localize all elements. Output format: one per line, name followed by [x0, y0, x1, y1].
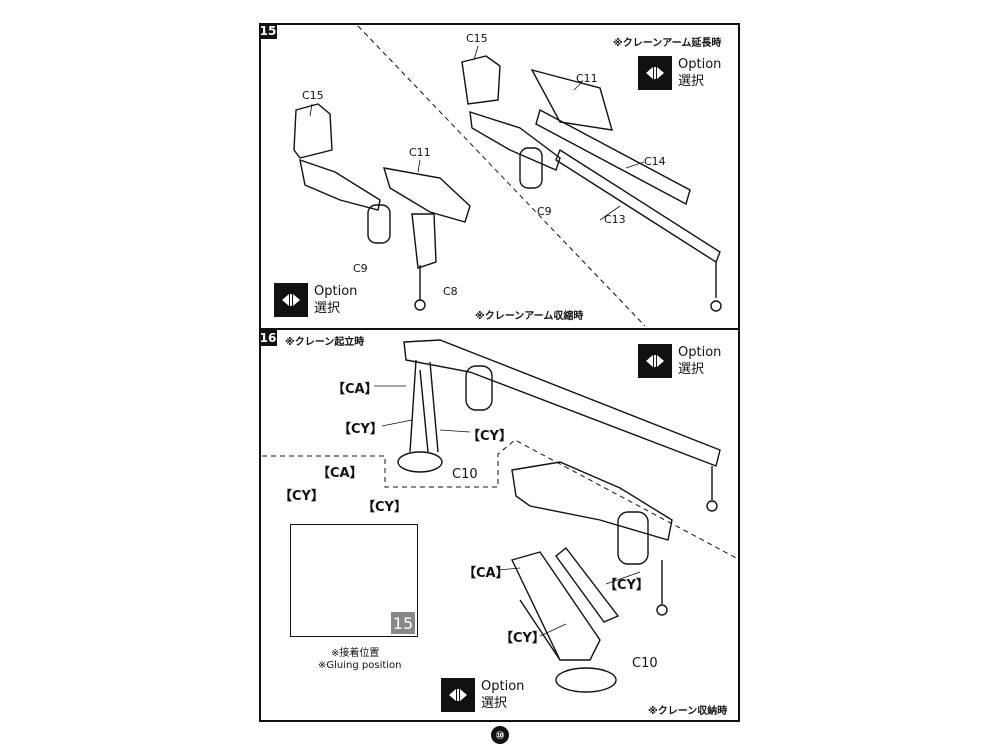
option-label-jp: 選択	[678, 74, 705, 89]
step-16-option-top: Option 選択	[638, 344, 721, 378]
option-arrows-icon	[638, 56, 672, 90]
label-ca-lower: 【CA】	[463, 566, 509, 581]
part-label-c10-lower: C10	[632, 656, 658, 671]
part-label-c15-right: C15	[466, 32, 488, 45]
part-label-c11-right: C11	[576, 72, 598, 85]
gluing-detail-inset: 15	[290, 524, 418, 637]
option-label: Option	[314, 284, 358, 299]
part-label-c8: C8	[443, 285, 458, 298]
step-15-note-retracted: ※クレーンアーム収縮時	[475, 311, 584, 322]
step-16-option-bottom: Option 選択	[441, 678, 524, 712]
part-label-c14: C14	[644, 155, 666, 168]
step-15-badge: 15	[259, 23, 277, 39]
step-15-option-bottom: Option 選択	[274, 283, 357, 317]
gluing-caption-jp: ※接着位置	[331, 648, 380, 659]
part-label-c13: C13	[604, 213, 626, 226]
label-cy-lower-left: 【CY】	[500, 631, 545, 646]
label-cy-inset-left: 【CY】	[279, 489, 324, 504]
gluing-caption-en: ※Gluing position	[318, 660, 402, 671]
label-ca-upper: 【CA】	[332, 382, 378, 397]
label-cy-inset-right: 【CY】	[362, 500, 407, 515]
part-label-c15-left: C15	[302, 89, 324, 102]
step-divider	[259, 328, 740, 330]
step-16-badge: 16	[259, 330, 277, 346]
label-ca-inset: 【CA】	[317, 466, 363, 481]
option-label: Option	[678, 57, 722, 72]
page-frame	[259, 23, 740, 722]
part-label-c10-upper: C10	[452, 467, 478, 482]
page-number: ⑩	[491, 726, 509, 744]
label-cy-lower-right: 【CY】	[604, 578, 649, 593]
option-label: Option	[481, 679, 525, 694]
part-label-c9-left: C9	[353, 262, 368, 275]
label-cy-upper-left: 【CY】	[338, 422, 383, 437]
option-label-jp: 選択	[314, 301, 341, 316]
option-label: Option	[678, 345, 722, 360]
step-15-option-top: Option 選択	[638, 56, 721, 90]
option-label-jp: 選択	[678, 362, 705, 377]
option-arrows-icon	[441, 678, 475, 712]
reference-step-badge: 15	[391, 612, 415, 634]
option-label-jp: 選択	[481, 696, 508, 711]
step-16-note-stored: ※クレーン収納時	[648, 706, 728, 717]
option-arrows-icon	[638, 344, 672, 378]
step-15-note-extended: ※クレーンアーム延長時	[613, 38, 722, 49]
label-cy-upper-right: 【CY】	[467, 429, 512, 444]
step-16-note-raised: ※クレーン起立時	[285, 337, 365, 348]
option-arrows-icon	[274, 283, 308, 317]
part-label-c11-left: C11	[409, 146, 431, 159]
part-label-c9-right: C9	[537, 205, 552, 218]
